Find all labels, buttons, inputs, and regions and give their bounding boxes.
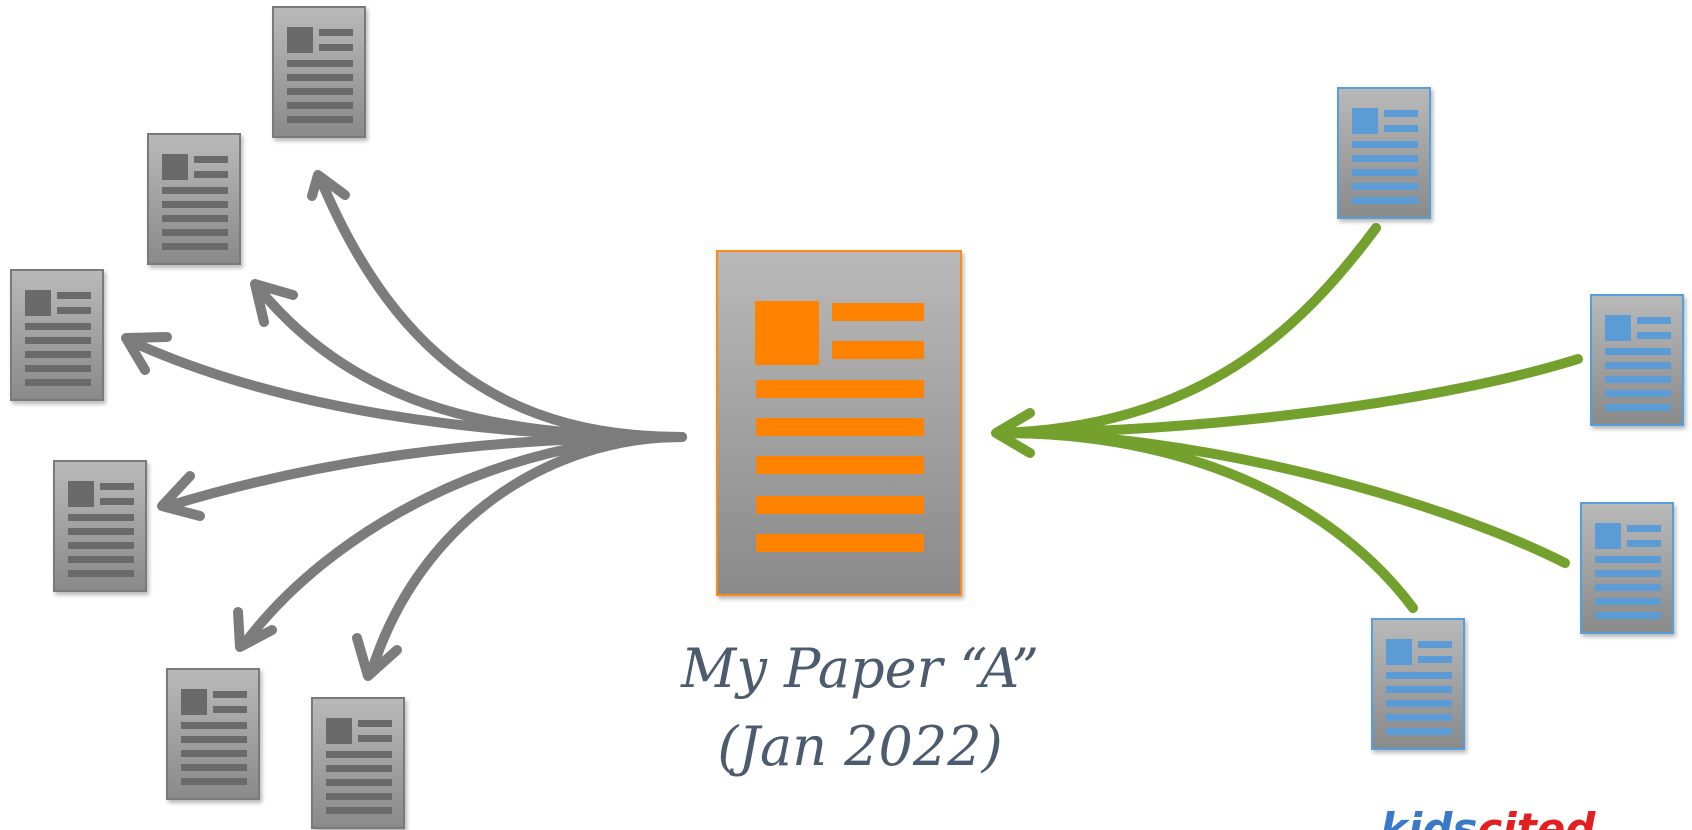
cited-document-icon <box>1580 502 1674 634</box>
arrow-out-3 <box>121 332 687 442</box>
paper-a-document-icon <box>716 250 962 596</box>
arrow-in-2 <box>995 354 1583 438</box>
citing-document-icon <box>147 133 241 265</box>
cited-document-icon <box>1371 618 1465 750</box>
arrow-in-4 <box>995 428 1418 613</box>
brand-logo: kidscited <box>1380 808 1692 830</box>
paper-title: My Paper “A” <box>681 637 1039 700</box>
arrow-out-6 <box>352 432 687 681</box>
cited-document-icon <box>1337 87 1431 219</box>
cited-document-icon <box>1590 294 1684 426</box>
arrowhead-in <box>991 408 1035 458</box>
citing-document-icon <box>272 6 366 138</box>
arrow-out-2 <box>250 279 687 442</box>
arrow-in-1 <box>995 223 1381 438</box>
citing-document-icon <box>311 697 405 829</box>
citing-document-icon <box>10 269 104 401</box>
citing-document-icon <box>166 668 260 800</box>
arrow-out-1 <box>307 170 687 442</box>
brand-part-cited: cited <box>1477 804 1596 830</box>
brand-part-kids: kids <box>1380 804 1478 830</box>
citing-document-icon <box>53 460 147 592</box>
paper-date: (Jan 2022) <box>717 715 1003 778</box>
